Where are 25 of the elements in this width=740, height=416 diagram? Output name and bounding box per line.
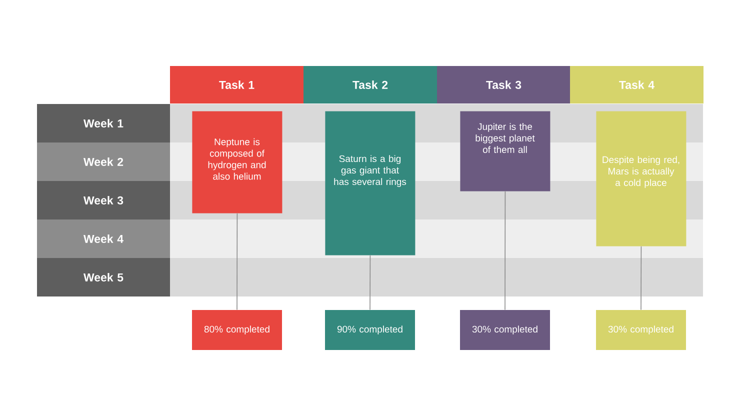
task-card [325,111,416,256]
connector-line [236,213,238,310]
task-header: Task 4 [570,66,704,104]
task-header: Task 3 [437,66,570,104]
connector-line [504,191,506,310]
connector-line [370,255,371,310]
week-label: Week 5 [37,258,170,296]
task-card [192,111,282,214]
week-label: Week 1 [37,104,170,142]
task-card [596,111,686,246]
task-header: Task 2 [304,66,437,104]
card-text: Jupiter is the biggest planet of them all [476,123,535,153]
card-text: Neptune is composed of hydrogen and also helium [208,138,266,180]
task-card [460,111,550,192]
progress-box: 80% completed [192,310,282,350]
week-label: Week 3 [37,181,170,220]
progress-box: 30% completed [596,310,686,350]
card-text: Saturn is a big gas giant that has several rings [334,155,406,187]
connector-line [640,246,642,310]
progress-box: 30% completed [460,310,550,350]
progress-box: 90% completed [325,310,415,350]
task-header: Task 1 [170,66,304,104]
week-label: Week 2 [37,142,170,181]
week-label: Week 4 [37,220,170,258]
card-text: Despite being red, Mars is actually a cold place [602,156,680,188]
